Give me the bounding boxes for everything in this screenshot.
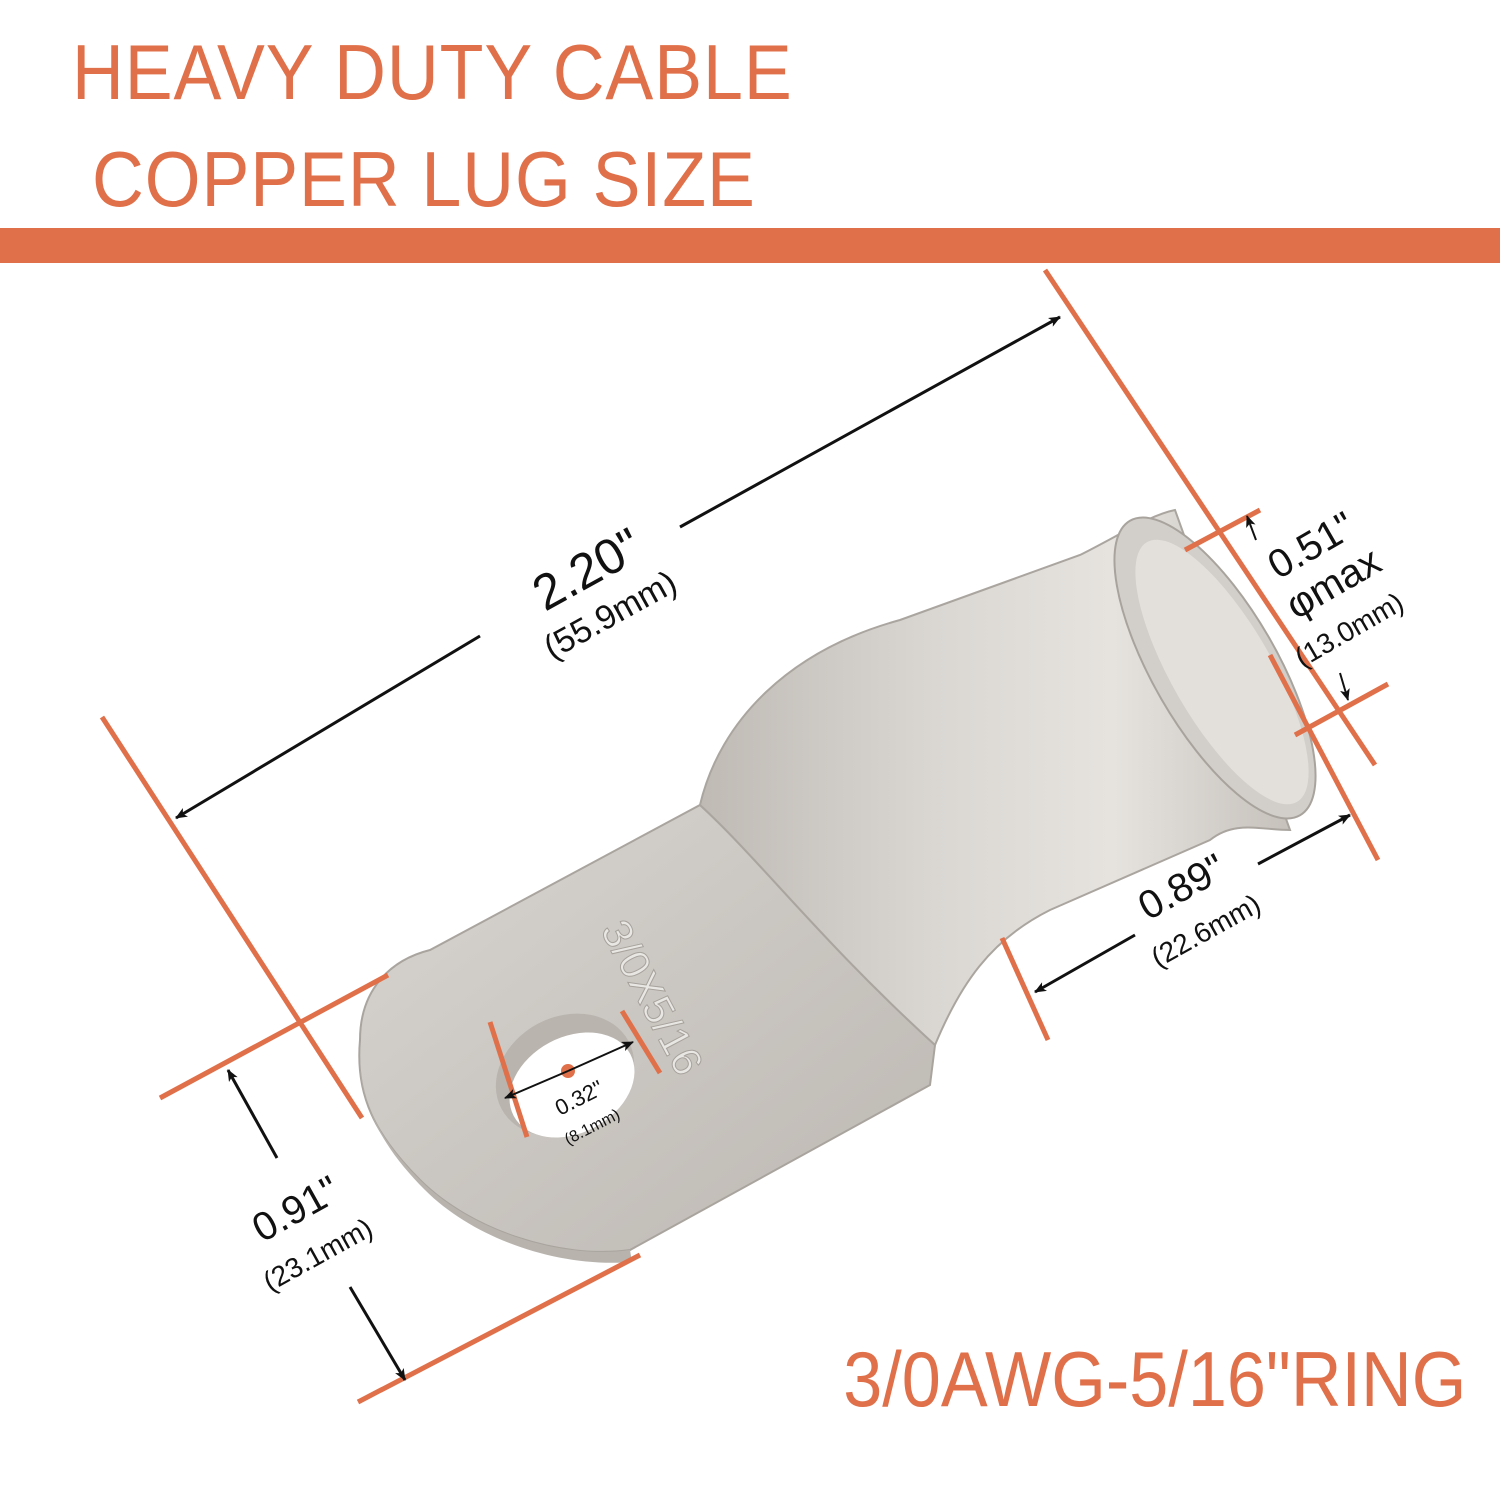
extension-lines bbox=[99, 268, 1390, 1405]
dim-tongue-width: 0.91" (23.1mm) bbox=[245, 1168, 378, 1297]
title-line-1: HEAVY DUTY CABLE bbox=[72, 28, 793, 116]
dimension-arrows bbox=[175, 315, 1351, 1381]
dim-overall-length: 2.20" (55.9mm) bbox=[523, 517, 683, 667]
dim-barrel-diameter: 0.51" φmax (13.0mm) bbox=[1261, 504, 1409, 674]
spec-label: 3/0AWG-5/16"RING bbox=[842, 1335, 1466, 1423]
title-line-2: COPPER LUG SIZE bbox=[92, 135, 756, 223]
accent-divider-bar bbox=[0, 228, 1500, 263]
